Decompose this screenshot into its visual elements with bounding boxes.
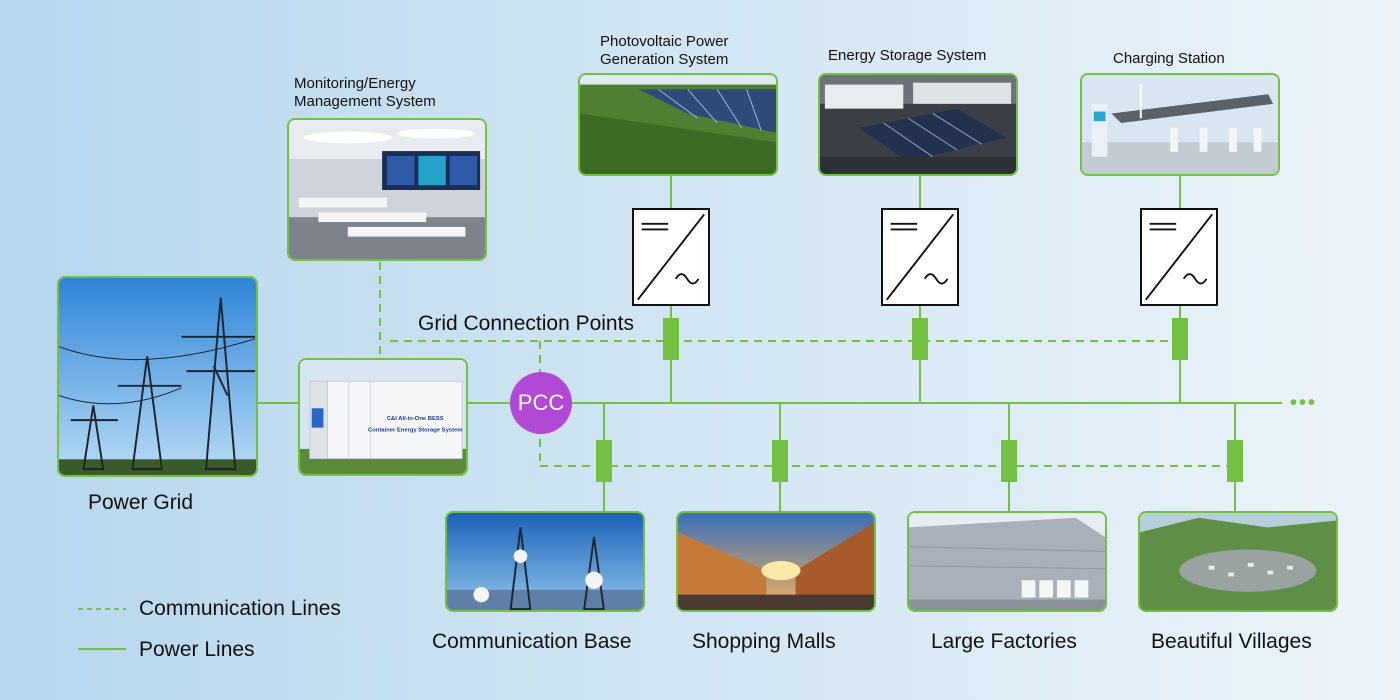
converter-pv	[632, 208, 710, 306]
legend-power-label: Power Lines	[139, 638, 255, 661]
bess-container-image: C&I All-in-One BESS Container Energy Sto…	[298, 358, 468, 476]
label-charging: Charging Station	[1113, 50, 1225, 67]
bess-text-line2: Container Energy Storage System	[368, 428, 463, 434]
label-storage: Energy Storage System	[828, 47, 987, 64]
meter-pv	[663, 318, 679, 360]
shopping-malls-image	[676, 511, 876, 612]
label-power-grid: Power Grid	[88, 491, 194, 514]
label-beautiful-villages: Beautiful Villages	[1151, 630, 1312, 653]
meter-factories	[1001, 440, 1017, 482]
pcc-node: PCC	[510, 372, 572, 434]
label-pv: Photovoltaic Power Generation System	[600, 33, 729, 68]
label-communication-base: Communication Base	[432, 630, 632, 653]
more-indicator: •••	[1290, 392, 1318, 414]
charging-image	[1080, 73, 1280, 176]
monitoring-image	[287, 118, 487, 261]
meter-charging	[1172, 318, 1188, 360]
meter-villages	[1227, 440, 1243, 482]
large-factories-image	[907, 511, 1107, 612]
power-grid-image	[57, 276, 258, 477]
meter-comm	[596, 440, 612, 482]
storage-image	[818, 73, 1018, 176]
beautiful-villages-image	[1138, 511, 1338, 612]
meter-storage	[912, 318, 928, 360]
converter-storage	[881, 208, 959, 306]
pv-image	[578, 73, 778, 176]
label-grid-connection-points: Grid Connection Points	[418, 312, 634, 335]
label-monitoring: Monitoring/Energy Management System	[294, 75, 436, 110]
bess-text-line1: C&I All-in-One BESS	[387, 416, 444, 422]
label-shopping-malls: Shopping Malls	[692, 630, 836, 653]
comm-base-image	[445, 511, 645, 612]
meter-malls	[772, 440, 788, 482]
label-large-factories: Large Factories	[931, 630, 1077, 653]
legend-communication-label: Communication Lines	[139, 597, 341, 620]
converter-charging	[1140, 208, 1218, 306]
